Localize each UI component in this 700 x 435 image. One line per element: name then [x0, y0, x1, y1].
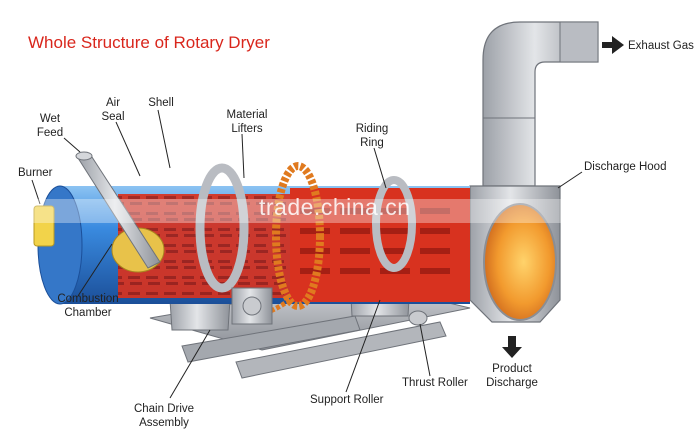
- label-exhaust-gas: Exhaust Gas: [628, 40, 694, 52]
- watermark-band: [0, 199, 700, 223]
- label-air-seal: Air Seal: [101, 97, 125, 123]
- burner: [33, 205, 55, 247]
- exhaust-arrow-icon: [602, 36, 624, 54]
- label-burner: Burner: [18, 167, 53, 179]
- label-wet-feed: Wet Feed: [36, 113, 64, 139]
- label-riding-ring: Riding Ring: [355, 123, 389, 149]
- label-support-roller: Support Roller: [310, 394, 384, 406]
- label-material-lifters: Material Lifters: [226, 109, 268, 135]
- wet-feed-chute: [75, 151, 161, 269]
- product-discharge-arrow-icon: [502, 336, 522, 358]
- discharge-hood: [469, 21, 599, 323]
- leader-lines: [31, 109, 583, 399]
- watermark: trade.china.cn: [259, 194, 411, 220]
- label-combustion-chamber: Combustion Chamber: [57, 293, 119, 319]
- label-shell: Shell: [148, 97, 174, 109]
- label-thrust-roller: Thrust Roller: [402, 377, 468, 389]
- label-product-discharge: Product Discharge: [486, 363, 538, 389]
- riding-ring: [195, 163, 416, 293]
- thrust-roller: [408, 310, 428, 326]
- chain-drive-assembly: [231, 162, 324, 325]
- label-discharge-hood: Discharge Hood: [584, 161, 667, 173]
- label-chain-drive-assembly: Chain Drive Assembly: [133, 403, 195, 429]
- diagram-title: Whole Structure of Rotary Dryer: [28, 33, 270, 52]
